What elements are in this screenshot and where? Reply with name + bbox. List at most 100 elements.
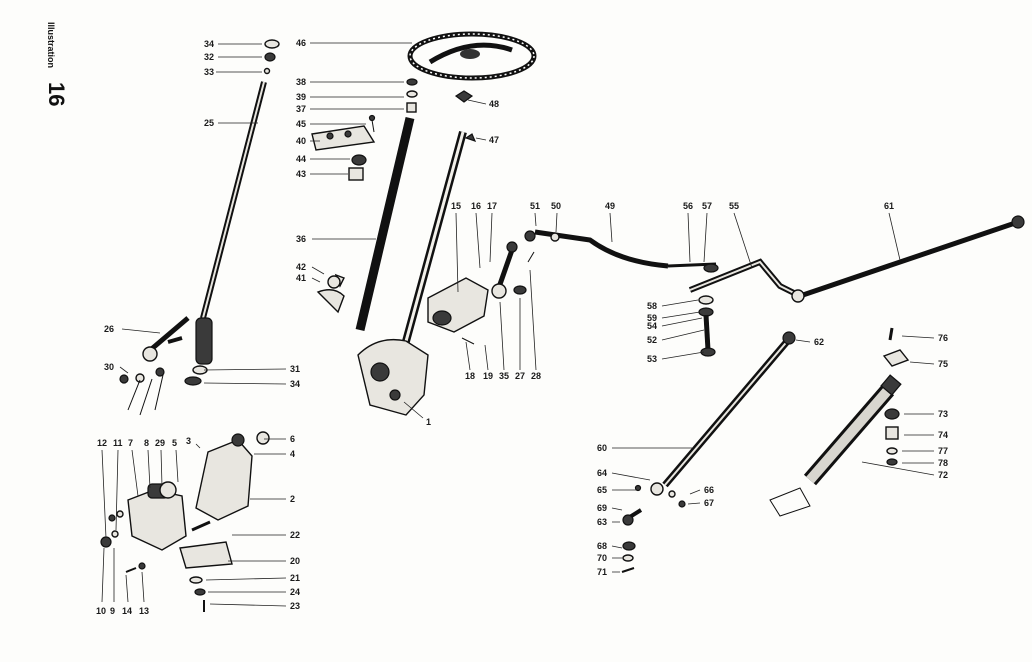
part-label: 69	[597, 503, 607, 513]
part-label: 23	[290, 601, 300, 611]
damper-72	[769, 327, 910, 517]
part-label: 33	[204, 67, 214, 77]
parts-drawing	[100, 31, 1025, 612]
part-label: 16	[471, 201, 481, 211]
part-label: 30	[104, 362, 114, 372]
part-label: 13	[139, 606, 149, 616]
part-label: 60	[597, 443, 607, 453]
part-label: 50	[551, 201, 561, 211]
drag-link-60	[621, 331, 796, 573]
illustration-number: 16	[44, 82, 66, 106]
part-label: 37	[296, 104, 306, 114]
illustration-title-text: Illustration	[46, 22, 56, 68]
part-label: 71	[597, 567, 607, 577]
part-label: 9	[110, 606, 115, 616]
part-label: 27	[515, 371, 525, 381]
part-label: 73	[938, 409, 948, 419]
part-label: 74	[938, 430, 948, 440]
part-label: 45	[296, 119, 306, 129]
part-label: 77	[938, 446, 948, 456]
steering-tube-36	[355, 116, 467, 347]
part-label: 20	[290, 556, 300, 566]
part-label: 59	[647, 313, 657, 323]
part-label: 76	[938, 333, 948, 343]
part-label: 63	[597, 517, 607, 527]
pitman-parts	[119, 316, 190, 416]
part-label: 15	[451, 201, 461, 211]
part-label: 64	[597, 468, 607, 478]
part-label: 66	[704, 485, 714, 495]
part-label: 19	[483, 371, 493, 381]
part-label: 25	[204, 118, 214, 128]
part-label: 51	[530, 201, 540, 211]
part-label: 65	[597, 485, 607, 495]
part-label: 53	[647, 354, 657, 364]
drop-arm-35	[491, 241, 535, 299]
leader-lines	[101, 42, 935, 607]
part-label: 48	[489, 99, 499, 109]
illustration-title-graphic: Illustration 16	[44, 22, 69, 106]
gearbox-housing	[179, 431, 270, 612]
part-label: 5	[172, 438, 177, 448]
part-label: 47	[489, 135, 499, 145]
part-label: 24	[290, 587, 300, 597]
part-label: 72	[938, 470, 948, 480]
part-label: 54	[647, 321, 657, 331]
part-label: 35	[499, 371, 509, 381]
part-label: 39	[296, 92, 306, 102]
part-label: 44	[296, 154, 306, 164]
part-label: 34	[204, 39, 214, 49]
part-label: 61	[884, 201, 894, 211]
part-label: 10	[96, 606, 106, 616]
part-label: 3	[186, 436, 191, 446]
part-label: 4	[290, 449, 295, 459]
part-label: 28	[531, 371, 541, 381]
part-label: 75	[938, 359, 948, 369]
part-label: 21	[290, 573, 300, 583]
part-label: 58	[647, 301, 657, 311]
steering-box-1	[357, 338, 429, 416]
part-label: 49	[605, 201, 615, 211]
part-label: 46	[296, 38, 306, 48]
part-label: 31	[290, 364, 300, 374]
part-label: 8	[144, 438, 149, 448]
part-label: 43	[296, 169, 306, 179]
part-label: 7	[128, 438, 133, 448]
part-label: 41	[296, 273, 306, 283]
shaft-25	[184, 81, 267, 386]
part-label: 52	[647, 335, 657, 345]
part-label: 68	[597, 541, 607, 551]
part-label: 62	[814, 337, 824, 347]
part-label: 2	[290, 494, 295, 504]
part-label: 29	[155, 438, 165, 448]
part-label: 55	[729, 201, 739, 211]
tie-rods	[524, 215, 1025, 357]
bracket-15	[427, 277, 489, 345]
part-label: 1	[426, 417, 431, 427]
part-label: 17	[487, 201, 497, 211]
part-labels: 34 32 33 25 46 38 39 37 45 40 44 43 48 4…	[96, 38, 948, 616]
ring-42	[327, 275, 341, 289]
part-label: 57	[702, 201, 712, 211]
illustration-title: Illustration 16	[42, 20, 69, 110]
part-label: 18	[465, 371, 475, 381]
part-label: 40	[296, 136, 306, 146]
part-label: 67	[704, 498, 714, 508]
part-label: 70	[597, 553, 607, 563]
part-label: 42	[296, 262, 306, 272]
steering-wheel	[407, 31, 537, 81]
part-label: 56	[683, 201, 693, 211]
part-label: 12	[97, 438, 107, 448]
part-label: 26	[104, 324, 114, 334]
part-label: 14	[122, 606, 132, 616]
part-label: 78	[938, 458, 948, 468]
part-label: 6	[290, 434, 295, 444]
part-label: 34	[290, 379, 300, 389]
part-label: 36	[296, 234, 306, 244]
part-label: 32	[204, 52, 214, 62]
part-label: 22	[290, 530, 300, 540]
part-label: 38	[296, 77, 306, 87]
part-label: 11	[113, 438, 123, 448]
